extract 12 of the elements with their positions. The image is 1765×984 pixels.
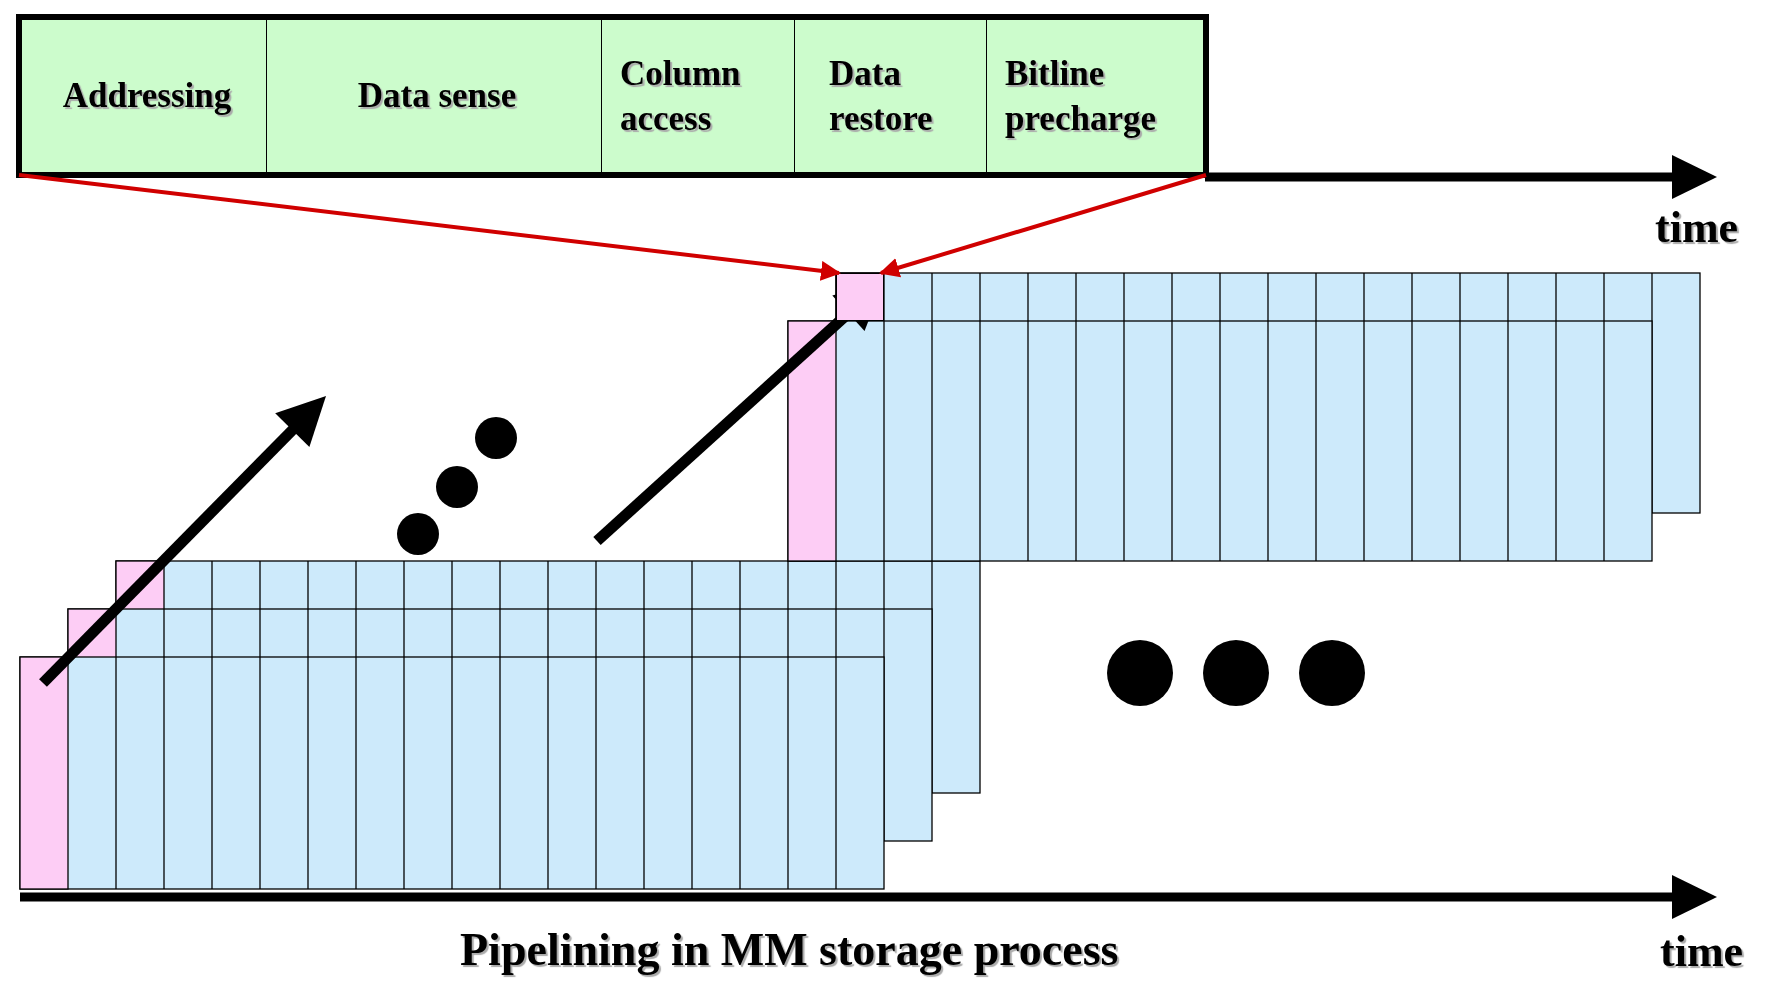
phase-label: Data sense: [356, 75, 518, 118]
arrow: [879, 173, 1207, 278]
highlighted-cell: [836, 273, 884, 321]
phase-label: Bitline precharge: [1005, 52, 1157, 140]
caption: Pipelining in MM storage process: [460, 925, 1119, 976]
phase-label: Column access: [620, 52, 742, 140]
phase-band: [16, 14, 1209, 178]
axis-label: time: [1660, 928, 1744, 977]
arrow: [18, 173, 841, 281]
phase-label: Addressing: [61, 75, 233, 118]
axis-label: time: [1655, 204, 1739, 253]
phase-label: Data restore: [829, 52, 934, 140]
